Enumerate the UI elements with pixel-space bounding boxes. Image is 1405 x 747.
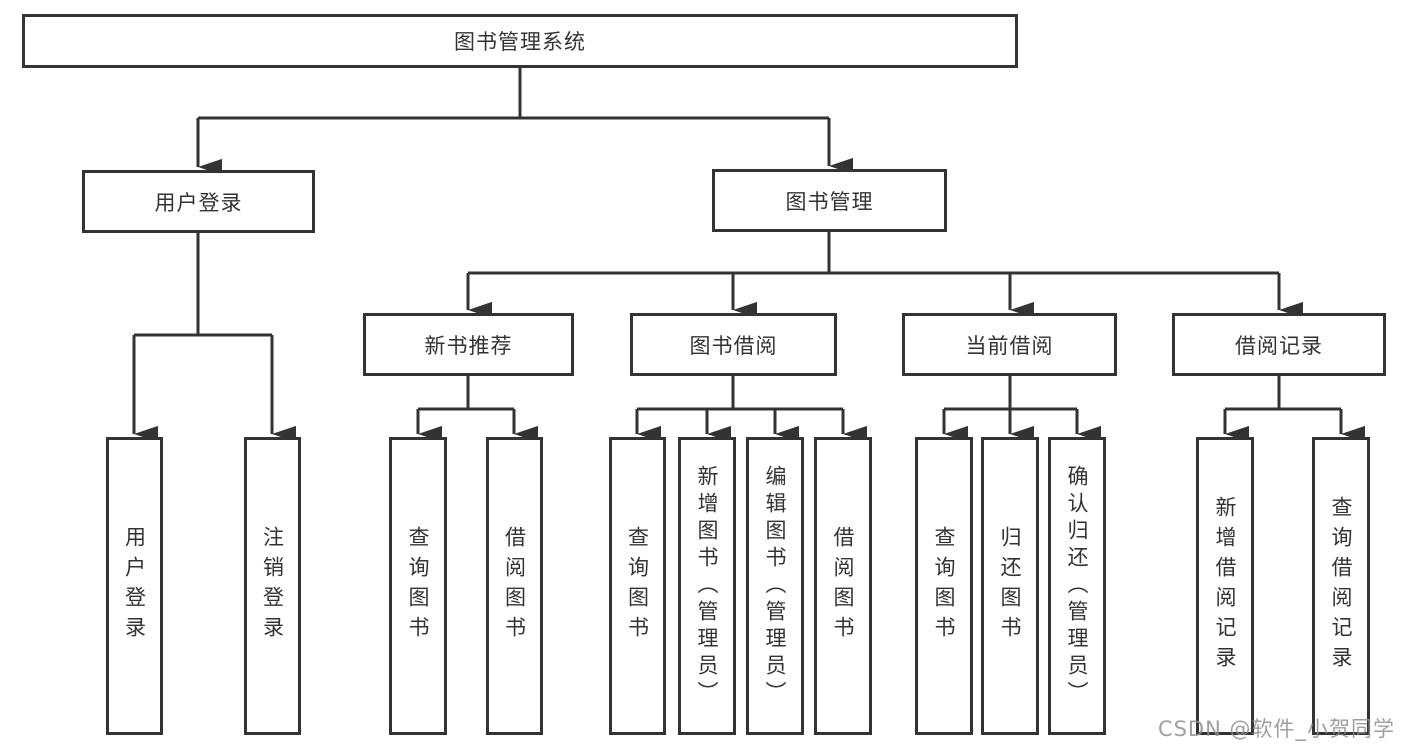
leaf-borrow-books-recommend-label: 借阅图书 [502,526,527,646]
leaf-borrow-books-label: 借阅图书 [831,526,855,646]
node-book-management-label: 图书管理 [785,189,874,214]
node-book-borrowing: 图书借阅 [630,313,837,376]
leaf-query-books-current-label: 查询图书 [932,526,956,646]
leaf-query-books-borrowing: 查询图书 [609,437,666,735]
leaf-add-books-admin-label: 新增图书（管理员） [695,464,719,708]
leaf-return-books-label: 归还图书 [998,526,1022,646]
node-book-management: 图书管理 [712,169,947,232]
leaf-return-books: 归还图书 [981,437,1039,735]
leaf-edit-books-admin-label: 编辑图书（管理员） [763,464,787,708]
node-borrowing-records-label: 借阅记录 [1235,333,1323,358]
leaf-borrow-books-recommend: 借阅图书 [486,437,543,735]
leaf-confirm-return-admin-label: 确认归还（管理员） [1065,464,1089,708]
leaf-confirm-return-admin: 确认归还（管理员） [1048,437,1106,735]
leaf-query-books-borrowing-label: 查询图书 [625,526,650,646]
leaf-add-borrow-record-label: 新增借阅记录 [1213,496,1237,676]
node-user-login-label: 用户登录 [154,190,243,215]
node-library-management-system: 图书管理系统 [22,14,1018,68]
node-new-book-recommendation: 新书推荐 [363,313,574,376]
leaf-edit-books-admin: 编辑图书（管理员） [746,437,804,735]
leaf-add-borrow-record: 新增借阅记录 [1196,437,1254,735]
leaf-logout-label: 注销登录 [260,526,285,646]
node-current-borrowing: 当前借阅 [902,313,1117,376]
node-book-borrowing-label: 图书借阅 [689,333,778,358]
node-borrowing-records: 借阅记录 [1172,313,1386,376]
leaf-add-books-admin: 新增图书（管理员） [678,437,736,735]
leaf-query-borrow-record: 查询借阅记录 [1312,437,1370,735]
leaf-borrow-books: 借阅图书 [814,437,872,735]
leaf-query-books-current: 查询图书 [915,437,973,735]
leaf-user-login: 用户登录 [106,437,163,735]
node-library-management-system-label: 图书管理系统 [454,30,586,54]
node-user-login: 用户登录 [82,170,315,233]
connector-rails [134,68,1341,411]
node-new-book-recommendation-label: 新书推荐 [424,333,513,358]
leaf-query-borrow-record-label: 查询借阅记录 [1329,496,1353,676]
csdn-watermark: CSDN @软件_小贺同学 [1157,717,1395,741]
node-current-borrowing-label: 当前借阅 [965,333,1054,358]
leaf-logout: 注销登录 [244,437,301,735]
leaf-query-books-recommend: 查询图书 [389,437,447,735]
leaf-user-login-label: 用户登录 [122,526,147,646]
leaf-query-books-recommend-label: 查询图书 [406,526,430,646]
